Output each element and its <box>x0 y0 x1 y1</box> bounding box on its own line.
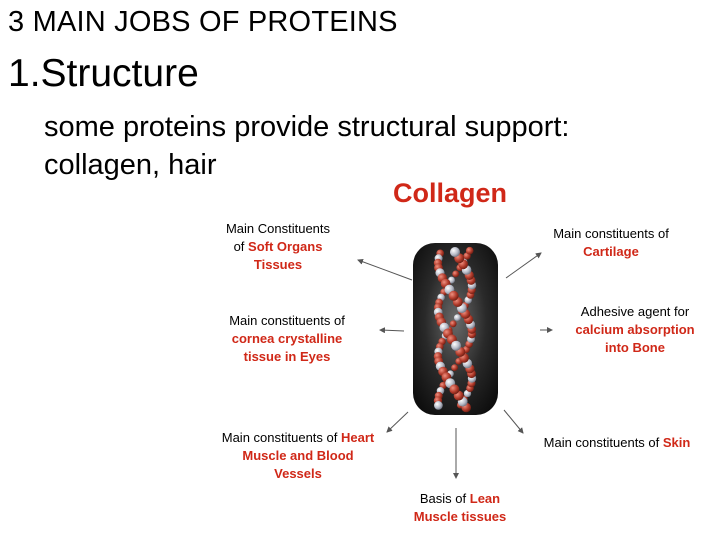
label-cartilage: Main constituents of Cartilage <box>553 226 669 259</box>
arrow-skin <box>503 409 524 434</box>
body-line-1: some proteins provide structural support… <box>44 111 570 143</box>
section-heading: 1.Structure <box>8 52 199 95</box>
label-muscle: Basis of Lean Muscle tissues <box>413 491 507 524</box>
helix-atom <box>448 290 459 301</box>
slide-title: 3 MAIN JOBS OF PROTEINS <box>8 6 398 38</box>
label-heart: Main constituents of Heart Muscle and Bl… <box>221 430 375 481</box>
helix-atom <box>451 340 462 351</box>
helix-atom <box>434 401 443 410</box>
helix-backdrop <box>413 243 498 415</box>
helix-atom <box>453 314 461 322</box>
body-line-2: collagen, hair <box>44 149 217 181</box>
body-text: some proteins provide structural support… <box>44 108 569 184</box>
helix-atom <box>449 384 460 395</box>
label-bone: Adhesive agent for calcium absorption in… <box>575 304 695 355</box>
arrow-cartilage <box>505 252 542 279</box>
label-cornea: Main constituents of cornea crystalline … <box>229 313 345 364</box>
helix-atom <box>451 364 458 371</box>
label-soft-organs: Main Constituents of Soft Organs Tissues <box>225 221 331 272</box>
helix-atom <box>465 246 474 255</box>
helix-atom <box>450 247 460 257</box>
arrow-heart <box>386 411 409 433</box>
collagen-helix-image <box>433 246 477 413</box>
helix-atom <box>452 270 460 278</box>
label-skin: Main constituents of Skin <box>543 435 691 450</box>
arrow-soft-organs <box>357 258 413 281</box>
helix-atom <box>449 320 457 328</box>
diagram-title: Collagen <box>393 178 508 208</box>
arrow-cornea <box>379 327 405 334</box>
